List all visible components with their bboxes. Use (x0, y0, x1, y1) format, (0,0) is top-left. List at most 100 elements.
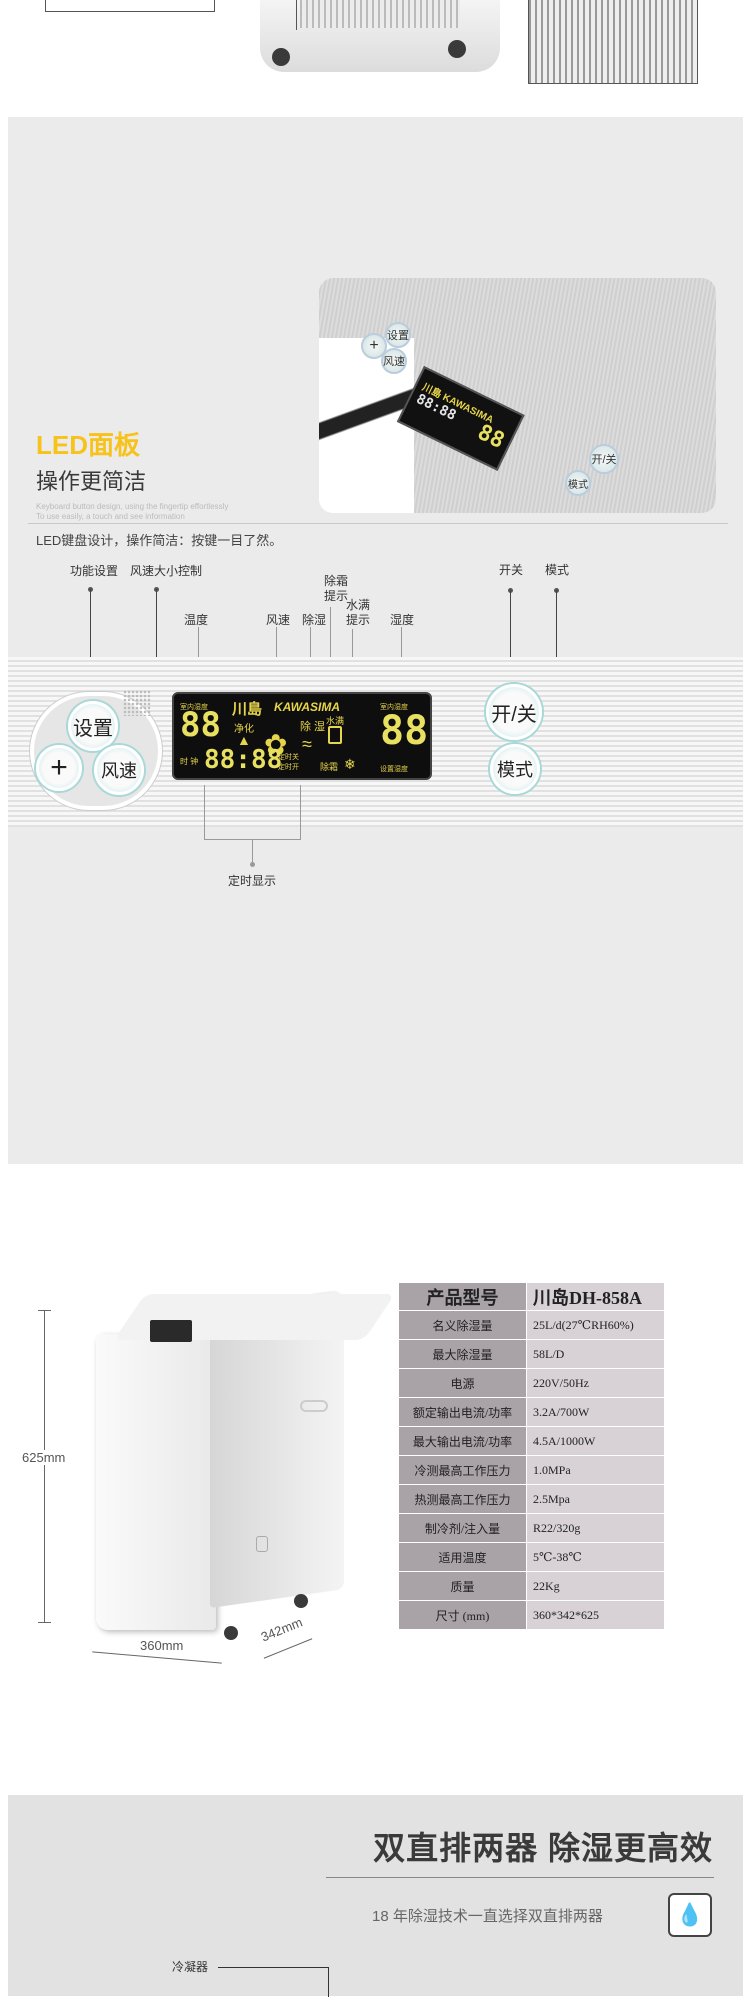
lcd-brand-cn: 川島 (232, 701, 263, 718)
lcd-timer-on: 定时开 (278, 764, 299, 771)
label-function-settings: 功能设置 (70, 564, 119, 578)
led-title: LED面板 (36, 430, 141, 460)
tree-icon: ▲ (237, 732, 251, 748)
dehumidifier-base-image (260, 0, 500, 72)
bracket-line (300, 785, 301, 839)
label-power: 开关 (499, 563, 524, 577)
product-display (150, 1320, 192, 1342)
leader-line (90, 589, 91, 707)
condenser-leader (328, 1967, 329, 1997)
label-temperature: 温度 (184, 613, 209, 627)
led-tiny-en-1: Keyboard button design, using the finger… (36, 502, 229, 511)
spec-value: 220V/50Hz (526, 1368, 665, 1398)
water-drops-icon: 💧 (668, 1893, 712, 1937)
spec-value: 25L/d(27℃RH60%) (526, 1310, 665, 1340)
condenser-leader (218, 1967, 328, 1968)
spec-key: 名义除湿量 (398, 1310, 527, 1340)
callout-line (296, 0, 297, 30)
plus-button[interactable]: + (36, 745, 82, 791)
spec-key: 最大输出电流/功率 (398, 1426, 527, 1456)
spec-value: 1.0MPa (526, 1455, 665, 1485)
led-description: LED键盘设计，操作简洁：按键一目了然。 (36, 533, 283, 548)
spec-value: 58L/D (526, 1339, 665, 1369)
fan-icon: ✿ (264, 729, 288, 760)
depth-label: 342mm (258, 1614, 305, 1645)
lcd-indoor-humidity-left: 室内湿度 (180, 704, 208, 711)
width-dimension-line (92, 1651, 222, 1664)
dimension-tick (38, 1310, 51, 1311)
height-dimension-line (44, 1310, 45, 1622)
lcd-defrost: 除霜 (320, 762, 339, 772)
settings-button[interactable]: 设置 (68, 701, 118, 751)
spec-key: 制冷剂/注入量 (398, 1513, 527, 1543)
lcd-digits-left: 88 (180, 705, 221, 745)
spec-key: 冷测最高工作压力 (398, 1455, 527, 1485)
label-condenser: 冷凝器 (172, 1960, 209, 1974)
spec-value: 5℃-38℃ (526, 1542, 665, 1572)
dimension-tick (38, 1622, 51, 1623)
led-tiny-en-2: To use easily, a touch and see informati… (36, 512, 185, 521)
spec-key: 热测最高工作压力 (398, 1484, 527, 1514)
spec-value: 360*342*625 (526, 1600, 665, 1630)
spec-value: R22/320g (526, 1513, 665, 1543)
height-label: 625mm (22, 1450, 66, 1465)
power-button[interactable]: 开/关 (486, 684, 542, 740)
water-tank-icon (328, 726, 342, 744)
spec-key: 尺寸 (mm) (398, 1600, 527, 1630)
lcd-clock: 时 钟 (180, 757, 199, 766)
sensor-grille (123, 690, 151, 716)
spec-value: 22Kg (526, 1571, 665, 1601)
spec-key: 电源 (398, 1368, 527, 1398)
spec-key: 质量 (398, 1571, 527, 1601)
photo-settings-button[interactable]: 设置 (385, 322, 411, 348)
spec-key: 适用温度 (398, 1542, 527, 1572)
lcd-indoor-humidity-right: 室内湿度 (380, 704, 408, 711)
spec-header-row: 产品型号川岛DH-858A (398, 1282, 665, 1311)
divider (28, 523, 728, 524)
callout-box-left (45, 0, 215, 12)
led-panel-section: LED面板 操作更简洁 Keyboard button design, usin… (8, 117, 743, 1164)
lcd-dehumid: 除 湿 (300, 721, 326, 733)
wheel (294, 1594, 308, 1608)
top-product-strip (0, 0, 750, 112)
grille-closeup-image (528, 0, 698, 84)
bottom-subtitle: 18 年除湿技术一直选择双直排两器 (372, 1908, 603, 1925)
photo-fan-button[interactable]: 风速 (381, 348, 407, 374)
label-fan-speed: 风速 (266, 613, 291, 627)
lcd-digits-right: 88 (380, 708, 429, 754)
title-underline (326, 1877, 714, 1878)
lcd-brand-en: KAWASIMA (274, 700, 340, 714)
bracket-line (204, 785, 205, 839)
spec-row: 尺寸 (mm)360*342*625 (398, 1600, 665, 1630)
led-subtitle: 操作更简洁 (36, 469, 147, 494)
wheel (224, 1626, 238, 1640)
label-water-full: 水满提示 (346, 598, 371, 627)
lcd-water-full: 水满 (326, 716, 345, 726)
leader-line (510, 590, 511, 690)
spec-value: 4.5A/1000W (526, 1426, 665, 1456)
led-panel-photo: 川島 KAWASIMA 88:88 88 + 设置 风速 开/关 模式 (319, 278, 716, 513)
fan-speed-button[interactable]: 风速 (94, 745, 144, 795)
handle-slot (300, 1400, 328, 1412)
lcd-display: 室内湿度 88 川島 KAWASIMA 净化 ▲ ✿ 除 湿 ≈ 时 钟 88:… (172, 692, 432, 780)
lcd-set-humidity: 设置湿度 (380, 766, 408, 773)
label-dehumidify: 除湿 (302, 613, 327, 627)
vent-grille (300, 0, 460, 28)
wheel-left (272, 48, 290, 66)
lcd-purify: 净化 (234, 724, 254, 735)
mode-button[interactable]: 模式 (490, 744, 540, 794)
droplet-icon: ≈ (302, 734, 312, 754)
photo-power-button[interactable]: 开/关 (589, 444, 619, 474)
bracket-line (252, 839, 253, 863)
spec-key: 产品型号 (398, 1282, 527, 1311)
label-timer-display: 定时显示 (228, 874, 277, 888)
lcd-time: 88:88 (204, 745, 283, 775)
photo-mode-button[interactable]: 模式 (565, 470, 591, 496)
